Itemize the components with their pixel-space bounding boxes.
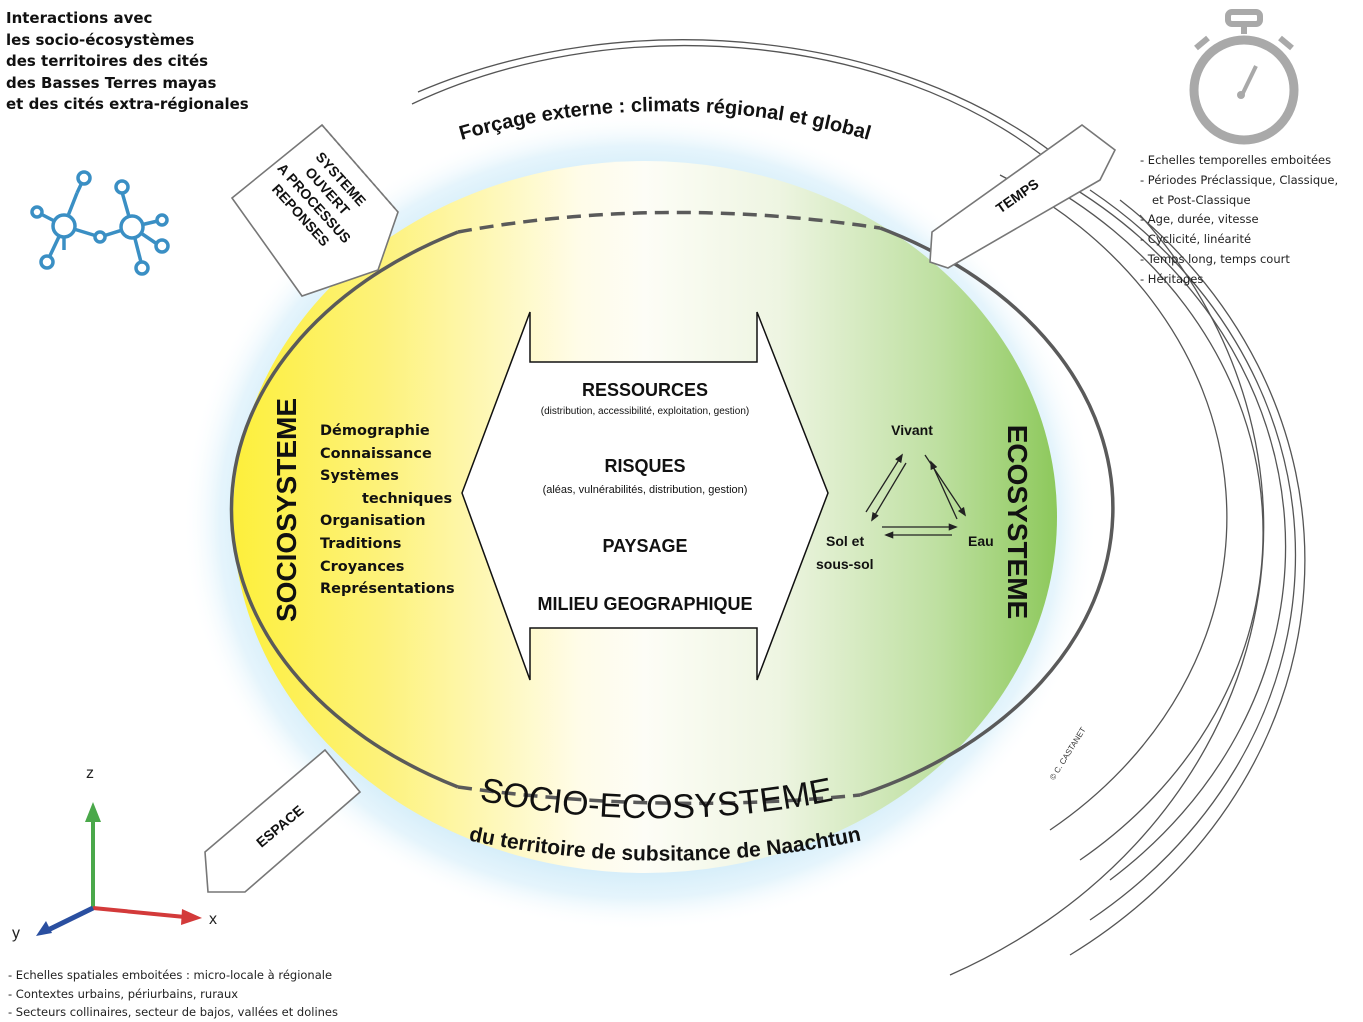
copyright-label: © C. CASTANET [1048, 726, 1088, 782]
socio-item-2: Connaissance [320, 445, 432, 462]
risks-label: RISQUES [604, 456, 685, 476]
space-item-1: - Echelles spatiales emboitées : micro-l… [8, 968, 333, 982]
water-node: Eau [968, 533, 994, 549]
intro-line-1: Interactions avec [6, 9, 153, 27]
ellipse-outline [229, 210, 1115, 806]
resources-label: RESSOURCES [582, 380, 708, 400]
time-item-2: - Périodes Préclassique, Classique, [1140, 172, 1339, 187]
space-item-3: - Secteurs collinaires, secteur de bajos… [8, 1005, 338, 1019]
time-item-6: - Temps long, temps court [1140, 251, 1290, 266]
space-list: - Echelles spatiales emboitées : micro-l… [8, 966, 338, 1022]
soil-node-line1: Sol et [826, 533, 864, 549]
resources-detail: (distribution, accessibilité, exploitati… [541, 406, 749, 417]
axis-x-label: x [209, 911, 217, 928]
intro-line-5: et des cités extra-régionales [6, 95, 249, 113]
axis-z-label: z [86, 765, 94, 782]
time-item-3: et Post-Classique [1152, 192, 1251, 207]
socio-item-6: Traditions [320, 535, 402, 552]
time-list: - Echelles temporelles emboitées - Pério… [1140, 151, 1338, 290]
time-tag: TEMPS [929, 124, 1117, 269]
time-item-4: - Age, durée, vitesse [1140, 212, 1259, 227]
outer-arcs [411, 39, 1306, 976]
axes-icon [36, 802, 202, 936]
socio-item-7: Croyances [320, 558, 405, 575]
central-hexagon [461, 311, 829, 681]
socio-item-4: techniques [362, 490, 453, 507]
risks-detail: (aléas, vulnérabilités, distribution, ge… [543, 484, 748, 496]
socio-item-8: Représentations [320, 581, 455, 598]
living-node: Vivant [891, 422, 933, 438]
socio-item-3: Systèmes [320, 468, 399, 485]
milieu-label: MILIEU GEOGRAPHIQUE [537, 594, 752, 614]
axis-y-label: y [12, 925, 20, 942]
intro-line-2: les socio-écosystèmes [6, 30, 195, 49]
landscape-label: PAYSAGE [602, 536, 687, 556]
intro-line-4: des Basses Terres mayas [6, 73, 217, 92]
network-icon [30, 170, 170, 276]
time-item-5: - Cyclicité, linéarité [1140, 232, 1252, 247]
sociosystem-items: Démographie Connaissance Systèmes techni… [320, 420, 455, 601]
intro-title: Interactions avec les socio-écosystèmes … [6, 8, 249, 116]
stopwatch-icon [1189, 9, 1299, 145]
soil-node-line2: sous-sol [816, 556, 874, 572]
time-item-7: - Héritages [1140, 271, 1204, 286]
ecosystem-label: ECOSYSTEME [1002, 425, 1033, 619]
open-system-tag: SYSTEME OUVERT A PROCESSUS REPONSES [230, 123, 399, 297]
eco-cycle-arrows [865, 453, 967, 539]
sociosystem-label: SOCIOSYSTEME [271, 398, 302, 622]
socio-item-5: Organisation [320, 513, 426, 530]
time-item-1: - Echelles temporelles emboitées [1140, 153, 1332, 167]
space-tag: ESPACE [204, 748, 362, 893]
intro-line-3: des territoires des cités [6, 52, 209, 70]
space-item-2: - Contextes urbains, périurbains, ruraux [8, 986, 239, 1001]
socio-item-1: Démographie [320, 423, 430, 439]
